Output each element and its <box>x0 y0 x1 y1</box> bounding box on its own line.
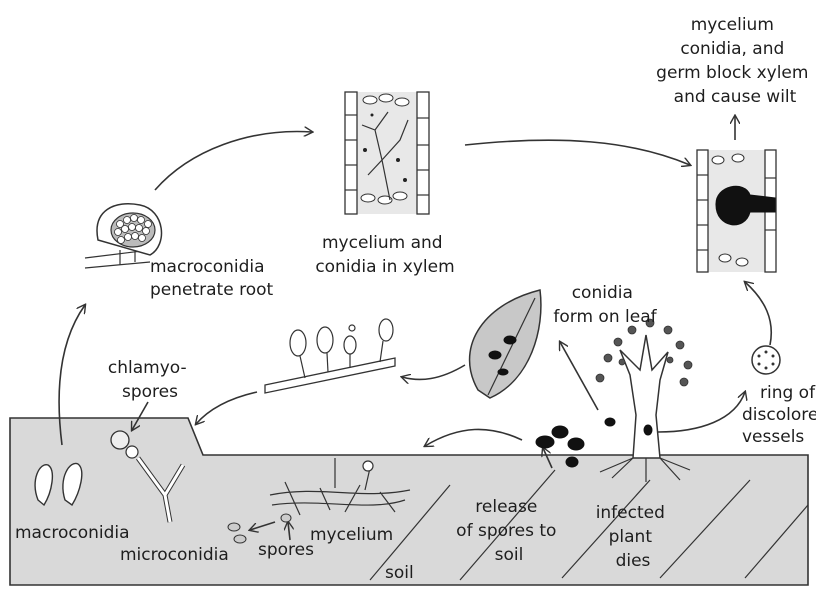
arrow-conidiophore-to-chlamydospore <box>196 392 257 424</box>
arrow-tree-to-ring <box>658 392 745 432</box>
label-conidia-leaf: conidia form on leaf <box>553 283 657 327</box>
arrow-root-to-xylem <box>155 132 312 190</box>
arrow-release-to-soil <box>425 429 522 446</box>
ring-cross-section <box>752 346 780 374</box>
label-soil: soil <box>385 563 414 583</box>
label-chlamydospores: chlamyo- spores <box>108 358 192 402</box>
arrow-xylem-to-block <box>465 140 690 165</box>
label-mycelium-xylem: mycelium and conidia in xylem <box>315 233 454 277</box>
label-macroconidia-penetrate: macroconidia penetrate root <box>150 257 274 300</box>
arrow-leaf-to-conidiophore <box>402 365 465 379</box>
label-block-xylem: mycelium conidia, and germ block xylem a… <box>656 15 814 107</box>
conidiophore-illustration <box>265 319 395 393</box>
label-mycelium: mycelium <box>310 525 393 545</box>
leaf-illustration <box>470 290 541 398</box>
arrow-ring-to-block <box>745 282 771 345</box>
xylem-vessel-illustration <box>345 92 429 214</box>
label-macroconidia: macroconidia <box>15 523 130 543</box>
blocked-xylem-illustration <box>697 150 776 272</box>
label-spores: spores <box>258 540 314 560</box>
label-microconidia: microconidia <box>120 545 229 565</box>
label-ring-discolored-vessels: ring of discolored vessels <box>742 383 816 447</box>
arrow-tree-to-leaf <box>560 342 598 410</box>
